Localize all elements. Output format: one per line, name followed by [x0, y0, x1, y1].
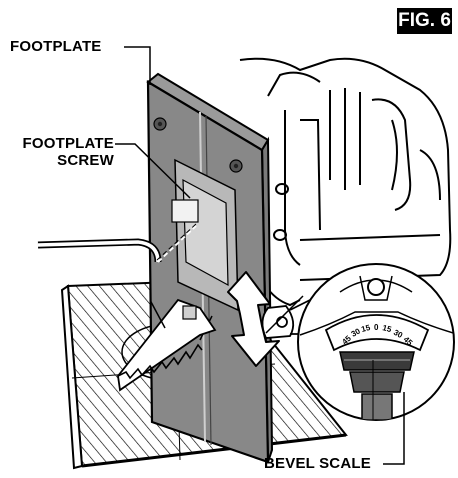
- footplate-screw-head-top-right: [229, 159, 243, 173]
- bevel-scale-number: 15: [382, 323, 393, 334]
- leader-lines: [115, 46, 405, 465]
- figure-number-badge: FIG. 6: [397, 8, 452, 34]
- bevel-scale-leader-line: [383, 392, 405, 465]
- saw-blade: [117, 298, 217, 392]
- footplate-screw-head-top-left: [153, 117, 167, 131]
- footplate-screw-label-line2: SCREW: [57, 152, 114, 169]
- footplate-leader-line: [124, 46, 151, 85]
- bevel-scale-number: 15: [360, 323, 371, 334]
- bevel-scale-label: BEVEL SCALE: [264, 455, 371, 472]
- footplate-label: FOOTPLATE: [10, 38, 102, 55]
- footplate-screw-label-line1: FOOTPLATE: [22, 135, 114, 152]
- footplate-screw-leader-line: [115, 143, 191, 199]
- footplate: [146, 72, 274, 464]
- bevel-scale-zoom: 45 30 15 0 15 30 45: [265, 263, 455, 421]
- bevel-scale-number: 0: [374, 323, 379, 332]
- tool-body: [239, 57, 452, 307]
- footplate-screw-label: FOOTPLATE SCREW: [2, 135, 114, 169]
- adjustment-arrow-icon: [227, 271, 280, 367]
- hex-key: [37, 223, 197, 263]
